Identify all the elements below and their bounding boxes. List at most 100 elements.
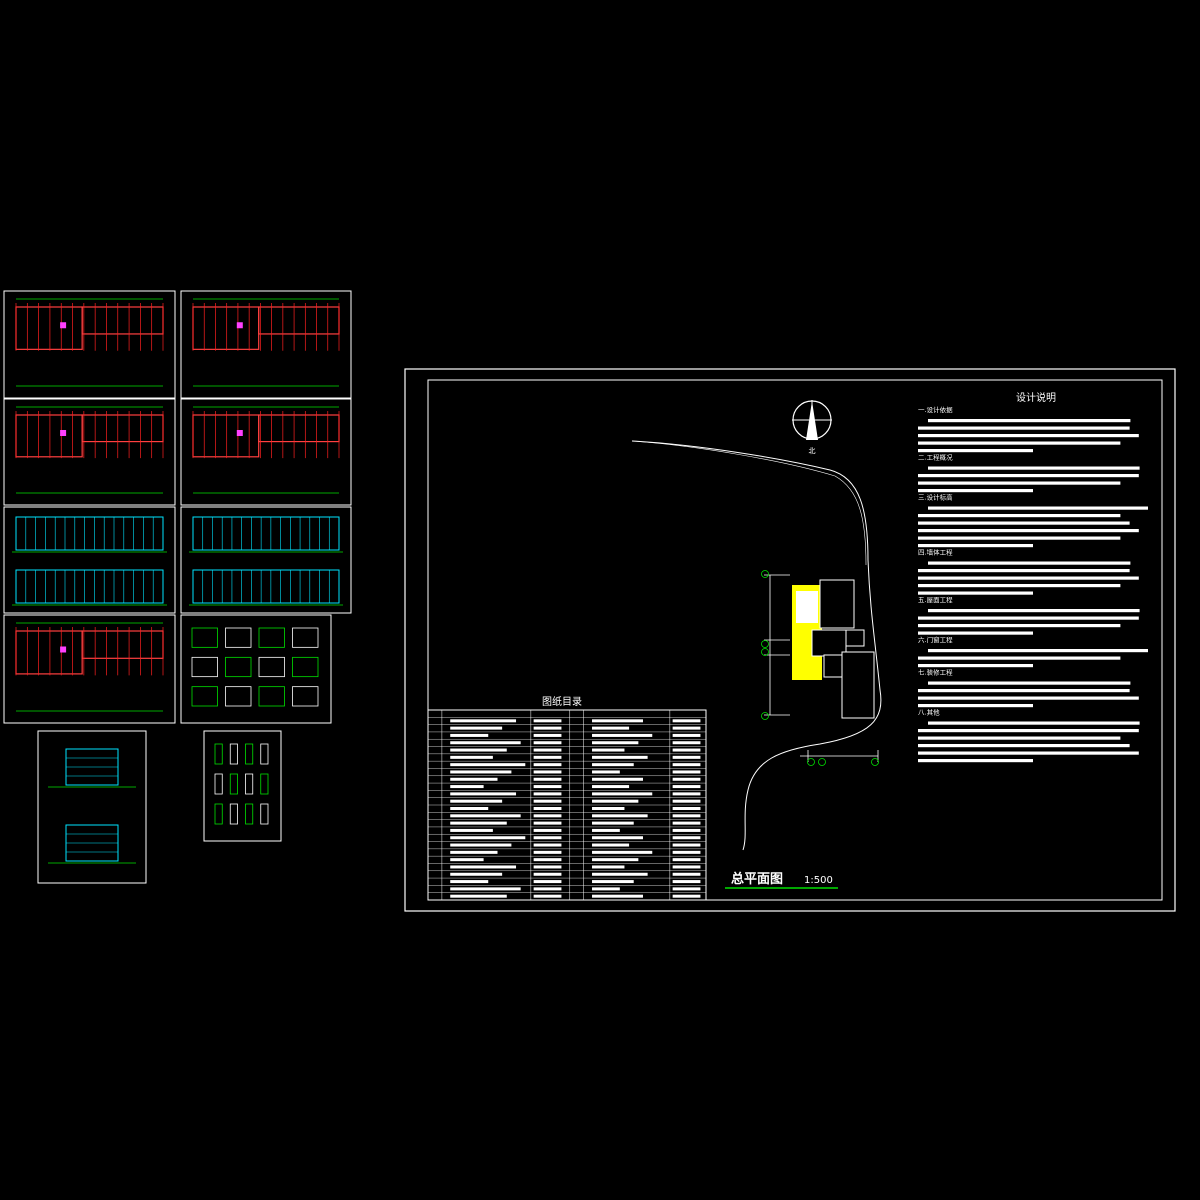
index-entry-mark (533, 755, 562, 759)
index-entry-mark (592, 887, 620, 891)
thumb-detail-box (258, 656, 285, 678)
index-entry-mark (672, 807, 701, 810)
index-entry-mark (672, 777, 701, 781)
notes-text-line (928, 681, 1131, 685)
notes-text-line (918, 426, 1130, 430)
thumb-detail-box (245, 743, 254, 765)
index-entry-mark (450, 807, 489, 810)
index-entry-mark (592, 733, 653, 737)
notes-text-line (918, 449, 1033, 453)
notes-section-heading: 一.设计依据 (918, 405, 953, 414)
index-entry-mark (533, 887, 562, 891)
index-entry-mark (533, 865, 562, 869)
index-entry-mark (672, 799, 701, 803)
notes-text-line (918, 736, 1121, 740)
notes-text-line (918, 751, 1139, 755)
index-entry-mark (592, 799, 639, 803)
index-entry-mark (592, 850, 653, 854)
notes-text-line (928, 609, 1140, 613)
index-entry-mark (672, 763, 701, 767)
thumb-border (37, 730, 147, 884)
thumbnail-sheet-4 (180, 398, 352, 506)
index-entry-mark (592, 755, 648, 759)
notes-text-line (928, 419, 1131, 423)
index-entry-mark (450, 828, 493, 832)
notes-text-line (918, 591, 1033, 595)
index-entry-mark (450, 814, 521, 818)
index-entry-mark (592, 872, 648, 876)
thumb-detail-box (245, 773, 254, 795)
notes-section-heading: 四.墙体工程 (918, 548, 953, 557)
thumb-stair (60, 322, 67, 329)
index-entry-mark (450, 865, 517, 869)
thumb-detail-box (229, 743, 238, 765)
thumb-detail-box (191, 656, 218, 678)
north-label: 北 (809, 447, 816, 455)
thumb-plan-wing-b (258, 306, 340, 335)
index-entry-mark (533, 726, 562, 730)
index-entry-mark (672, 770, 701, 774)
existing-building-c (845, 629, 865, 647)
notes-text-line (928, 466, 1140, 470)
index-entry-mark (450, 748, 507, 752)
thumbnail-sheet-6 (180, 506, 352, 614)
index-entry-mark (672, 865, 701, 869)
index-entry-mark (533, 741, 562, 745)
thumb-border (180, 398, 352, 506)
index-entry-mark (450, 763, 526, 767)
thumb-elevation-outline (15, 516, 164, 551)
index-entry-mark (672, 850, 701, 854)
building-block (796, 591, 818, 623)
drawing-index-title: 图纸目录 (542, 695, 582, 708)
index-entry-mark (672, 872, 701, 876)
index-entry-mark (592, 726, 630, 730)
notes-section-heading: 五.屋面工程 (918, 595, 953, 604)
notes-text-line (918, 474, 1139, 478)
index-entry-mark (450, 821, 507, 825)
index-entry-mark (592, 763, 634, 767)
index-entry-mark (672, 880, 701, 884)
notes-text-line (918, 521, 1130, 525)
design-notes-title: 设计说明 (1016, 391, 1056, 404)
thumb-detail-box (245, 803, 254, 825)
thumbnail-sheet-10 (203, 730, 282, 842)
index-entry-mark (533, 828, 562, 832)
index-entry-mark (672, 843, 701, 847)
index-entry-mark (450, 792, 517, 796)
index-entry-mark (533, 770, 562, 774)
index-entry-mark (533, 792, 562, 796)
index-entry-mark (450, 894, 507, 898)
index-entry-mark (592, 865, 625, 869)
index-entry-mark (450, 785, 484, 789)
index-entry-mark (450, 755, 493, 759)
notes-text-line (918, 624, 1121, 628)
thumb-detail-box (229, 773, 238, 795)
index-entry-mark (533, 872, 562, 876)
index-entry-mark (450, 719, 517, 723)
index-entry-mark (672, 755, 701, 759)
thumb-stair (236, 430, 243, 436)
index-entry-mark (592, 821, 634, 825)
index-entry-mark (533, 843, 562, 847)
index-entry-mark (592, 843, 630, 847)
index-entry-mark (672, 858, 701, 862)
index-entry-mark (592, 770, 620, 774)
thumb-plan-wing-b (81, 630, 164, 659)
thumb-border (180, 506, 352, 614)
index-entry-mark (672, 836, 701, 840)
index-entry-mark (592, 880, 634, 884)
thumbnail-sheet-1 (3, 290, 176, 399)
index-entry-mark (592, 785, 630, 789)
index-entry-mark (592, 741, 639, 745)
index-entry-mark (672, 814, 701, 818)
thumb-detail-box (292, 686, 319, 707)
notes-section-heading: 七.装修工程 (918, 668, 953, 677)
thumb-border (3, 398, 176, 506)
thumbnail-sheet-7 (3, 614, 176, 724)
thumb-plan-wing-b (81, 306, 164, 335)
grid-bubbles (761, 570, 879, 766)
thumb-detail-box (260, 803, 269, 825)
thumb-detail-box (214, 803, 223, 825)
index-entry-mark (672, 741, 701, 745)
